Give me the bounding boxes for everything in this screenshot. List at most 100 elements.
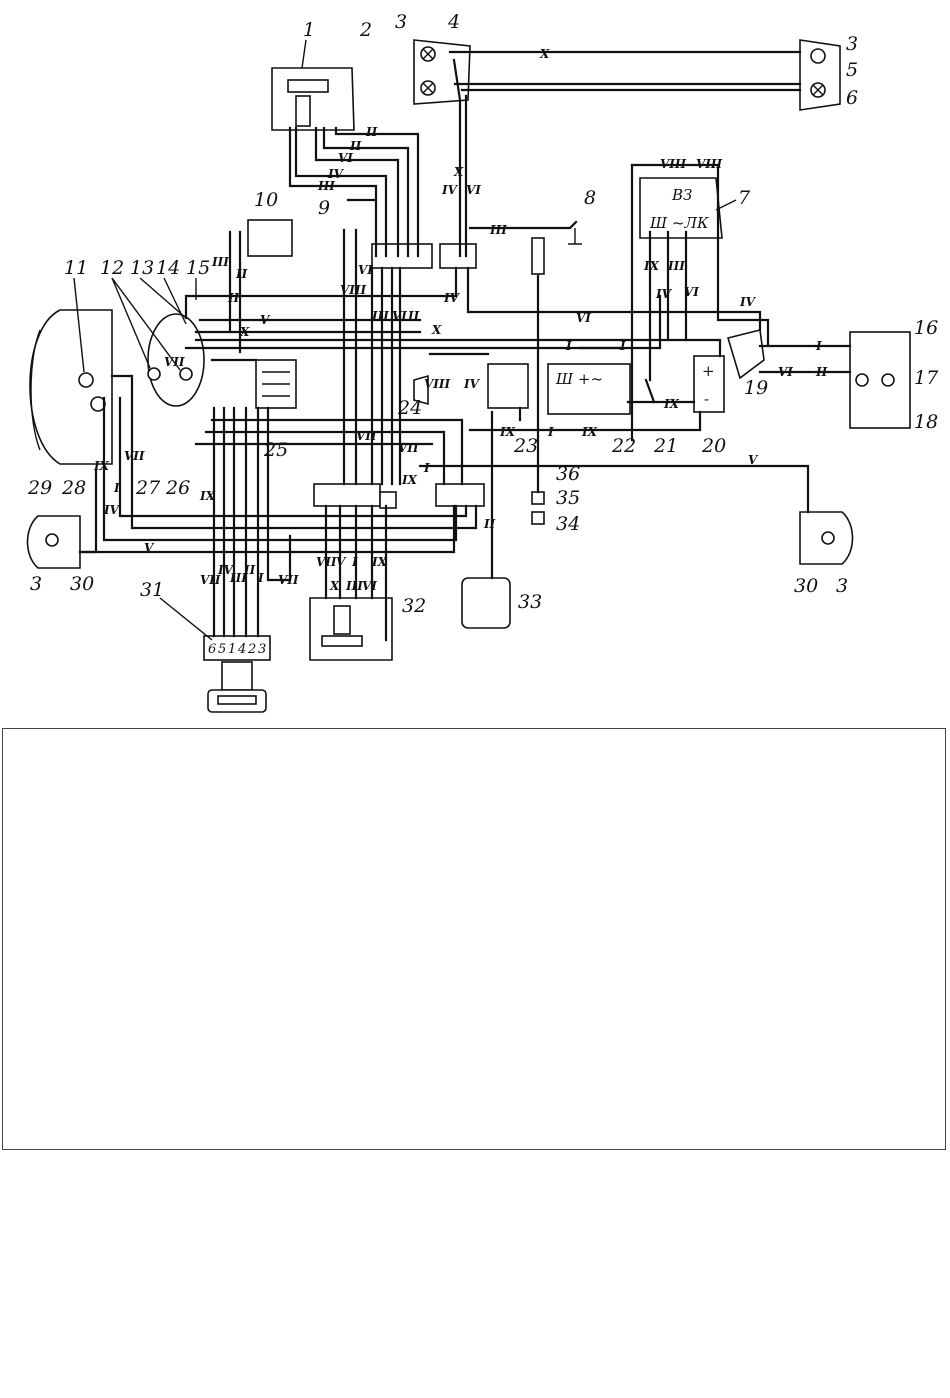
component-23-ignition-coil: 23 [487, 363, 538, 457]
svg-text:I: I [815, 339, 822, 353]
label-21: 21 [653, 435, 678, 457]
component-20-battery: + - 20 [693, 355, 726, 457]
svg-text:VII: VII [200, 573, 221, 587]
component-25-fuse-block: 25 [255, 359, 297, 461]
svg-text:IX: IX [663, 397, 680, 411]
svg-text:IV: IV [327, 167, 345, 181]
svg-text:6: 6 [208, 642, 216, 657]
label-11: 11 [64, 257, 88, 279]
svg-text:III: III [667, 259, 685, 273]
label-29: 29 [27, 477, 52, 499]
svg-text:V: V [260, 313, 271, 327]
svg-text:III: III [317, 179, 335, 193]
component-31-ignition-switch: 6 5 1 4 2 3 31 [140, 579, 271, 713]
component-22-generator: Ш +~ 22 [547, 363, 636, 457]
svg-text:II: II [483, 517, 496, 531]
svg-text:VI: VI [576, 311, 591, 325]
component-7-voltage-regulator: ВЗ Ш ~ЛК 7 [639, 177, 751, 239]
component-10-box: 10 [247, 189, 293, 257]
svg-text:IV: IV [443, 291, 461, 305]
svg-text:3: 3 [258, 642, 266, 657]
svg-text:I: I [423, 461, 430, 475]
svg-text:IV: IV [217, 563, 235, 577]
svg-text:IX: IX [401, 473, 418, 487]
svg-text:V: V [336, 555, 347, 569]
svg-text:1: 1 [228, 642, 236, 657]
label-17: 17 [914, 367, 939, 389]
label-31: 31 [140, 579, 164, 601]
label-7: 7 [738, 187, 751, 209]
generator-label: Ш +~ [555, 370, 603, 388]
label-28: 28 [61, 477, 86, 499]
svg-text:VIII: VIII [340, 283, 367, 297]
label-32: 32 [402, 595, 426, 617]
svg-text:VII: VII [278, 573, 299, 587]
label-34: 34 [556, 513, 580, 535]
svg-text:II: II [407, 309, 420, 323]
component-9-connector: 9 [318, 197, 378, 219]
svg-text:I: I [351, 555, 358, 569]
label-4: 4 [447, 11, 460, 33]
component-24-horn: 24 [397, 374, 429, 419]
wire-labels: II II VI IV III X IV VI III II II VI VII… [93, 125, 759, 593]
rear-light-assembly-right: 3 5 6 [799, 33, 858, 111]
lower-connector-blocks [313, 483, 485, 509]
svg-text:IX: IX [371, 555, 388, 569]
svg-text:VII: VII [356, 429, 377, 443]
label-27: 27 [135, 477, 161, 499]
svg-text:X: X [431, 323, 442, 337]
svg-text:IX: IX [643, 259, 660, 273]
svg-text:2: 2 [247, 642, 256, 657]
label-36: 36 [556, 463, 580, 485]
svg-text:VII: VII [316, 555, 337, 569]
label-6: 6 [846, 87, 858, 109]
label-5: 5 [846, 59, 858, 81]
svg-text:5: 5 [218, 642, 226, 657]
svg-text:4: 4 [237, 642, 246, 657]
label-33: 33 [518, 591, 542, 613]
svg-text:IX: IX [499, 425, 516, 439]
svg-text:I: I [113, 481, 120, 495]
svg-text:VIII: VIII [696, 157, 723, 171]
svg-text:II: II [243, 563, 256, 577]
label-13: 13 [130, 257, 154, 279]
label-3-top: 3 [395, 11, 407, 33]
headlight-assembly: VII 11 12 13 14 15 29 28 27 26 [27, 257, 210, 499]
svg-text:III: III [371, 309, 389, 323]
svg-text:II: II [815, 365, 828, 379]
label-3-right: 3 [846, 33, 858, 55]
label-14: 14 [156, 257, 180, 279]
label-30-left: 30 [70, 573, 94, 595]
label-26: 26 [165, 477, 190, 499]
component-33-spark-unit: 33 [461, 577, 542, 629]
svg-text:V: V [748, 453, 759, 467]
regulator-terminals: Ш ~ЛК [649, 214, 709, 232]
upper-connector-blocks [371, 243, 477, 269]
svg-text:VI: VI [778, 365, 793, 379]
svg-text:IX: IX [93, 459, 110, 473]
svg-text:VI: VI [466, 183, 481, 197]
svg-text:I: I [619, 339, 626, 353]
svg-text:X: X [453, 165, 464, 179]
label-12: 12 [100, 257, 124, 279]
wire-harness [78, 58, 810, 642]
svg-text:III: III [489, 223, 507, 237]
svg-text:II: II [235, 267, 248, 281]
label-15: 15 [186, 257, 210, 279]
component-19-brake-switch: 19 [726, 329, 768, 399]
svg-text:VII: VII [398, 441, 419, 455]
label-23: 23 [513, 435, 538, 457]
svg-text:II: II [349, 139, 362, 153]
svg-text:III: III [229, 571, 247, 585]
svg-text:IV: IV [655, 287, 673, 301]
svg-text:VI: VI [358, 263, 373, 277]
svg-text:IV: IV [103, 503, 121, 517]
label-22: 22 [611, 435, 636, 457]
wiring-diagram: 1 2 3 4 3 5 6 X ВЗ Ш ~ЛК 7 VIII VIII [26, 11, 939, 713]
svg-text:I: I [565, 339, 572, 353]
component-8-ground-switch: 8 III [468, 187, 596, 245]
svg-text:VI: VI [338, 151, 353, 165]
svg-text:X: X [539, 47, 550, 61]
svg-text:III: III [211, 255, 229, 269]
component-32-switch-block: 32 [309, 595, 426, 661]
